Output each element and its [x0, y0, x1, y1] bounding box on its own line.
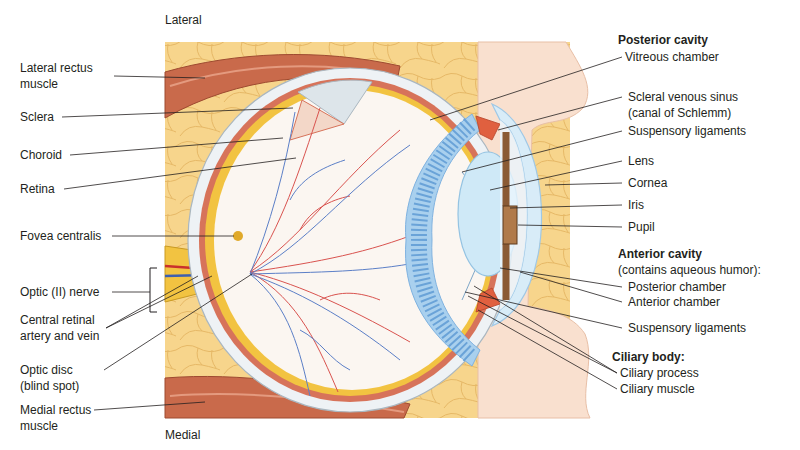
part-label: Posterior chamber — [628, 279, 726, 295]
part-label: Choroid — [20, 147, 62, 163]
part-label: Optic (II) nerve — [20, 284, 99, 300]
leader-line — [518, 225, 622, 227]
leader-line — [114, 76, 205, 78]
retina — [205, 84, 495, 396]
part-label: Suspensory ligaments — [628, 123, 746, 139]
leader-lines — [62, 57, 622, 410]
part-label: Suspensory ligaments — [628, 320, 746, 336]
leader-line — [430, 57, 622, 120]
vitreous-body — [214, 90, 490, 390]
leader-line — [112, 236, 234, 237]
part-label: Lens — [628, 153, 654, 169]
part-label: Ciliary muscle — [620, 381, 695, 397]
leader-line — [520, 272, 622, 302]
part-label: (contains aqueous humor): — [618, 262, 761, 278]
leader-line — [106, 276, 212, 328]
part-label: Optic disc (blind spot) — [20, 362, 105, 394]
anterior-chamber — [500, 120, 527, 310]
leader-line — [104, 274, 252, 370]
part-label: Retina — [20, 181, 55, 197]
leader-line — [545, 183, 622, 185]
section-heading: Ciliary body: — [612, 349, 685, 365]
section-heading: Anterior cavity — [618, 246, 702, 262]
leader-line — [62, 108, 293, 117]
part-label: Vitreous chamber — [625, 49, 719, 65]
part-label: Sclera — [20, 109, 54, 125]
section-heading: Posterior cavity — [618, 32, 708, 48]
leader-line — [468, 286, 617, 373]
leader-line — [462, 131, 622, 172]
part-label: Central retinal artery and vein — [20, 312, 120, 344]
fovea — [233, 231, 243, 241]
choroid-cutaway — [290, 100, 344, 140]
part-label: Medial rectus muscle — [20, 402, 105, 434]
part-label: Ciliary process — [620, 365, 699, 381]
leader-line — [70, 138, 283, 155]
part-label: Cornea — [628, 175, 667, 191]
artery-branches — [250, 108, 420, 392]
leader-line — [490, 161, 622, 190]
leader-line — [112, 292, 150, 293]
part-label: Lateral rectus muscle — [20, 60, 120, 92]
retinal-vessels — [250, 108, 420, 396]
leader-line — [498, 97, 622, 130]
leader-line — [64, 158, 296, 189]
bracket — [150, 268, 157, 312]
pupil-marker — [503, 206, 517, 244]
part-label: Pupil — [628, 219, 655, 235]
leader-line — [465, 292, 622, 328]
part-label: Anterior chamber — [628, 294, 720, 310]
part-label: Medial — [165, 427, 200, 443]
choroid — [199, 78, 501, 402]
vein-branches — [250, 112, 420, 396]
scleral-venous-sinus — [476, 116, 500, 140]
leader-line — [478, 310, 617, 389]
cornea — [492, 104, 542, 326]
part-label: Fovea centralis — [20, 228, 101, 244]
part-label: Scleral venous sinus (canal of Schlemm) — [628, 89, 763, 121]
part-label: Iris — [628, 197, 644, 213]
leader-line — [94, 402, 205, 410]
part-label: Lateral — [165, 12, 202, 28]
leader-line — [510, 205, 622, 208]
